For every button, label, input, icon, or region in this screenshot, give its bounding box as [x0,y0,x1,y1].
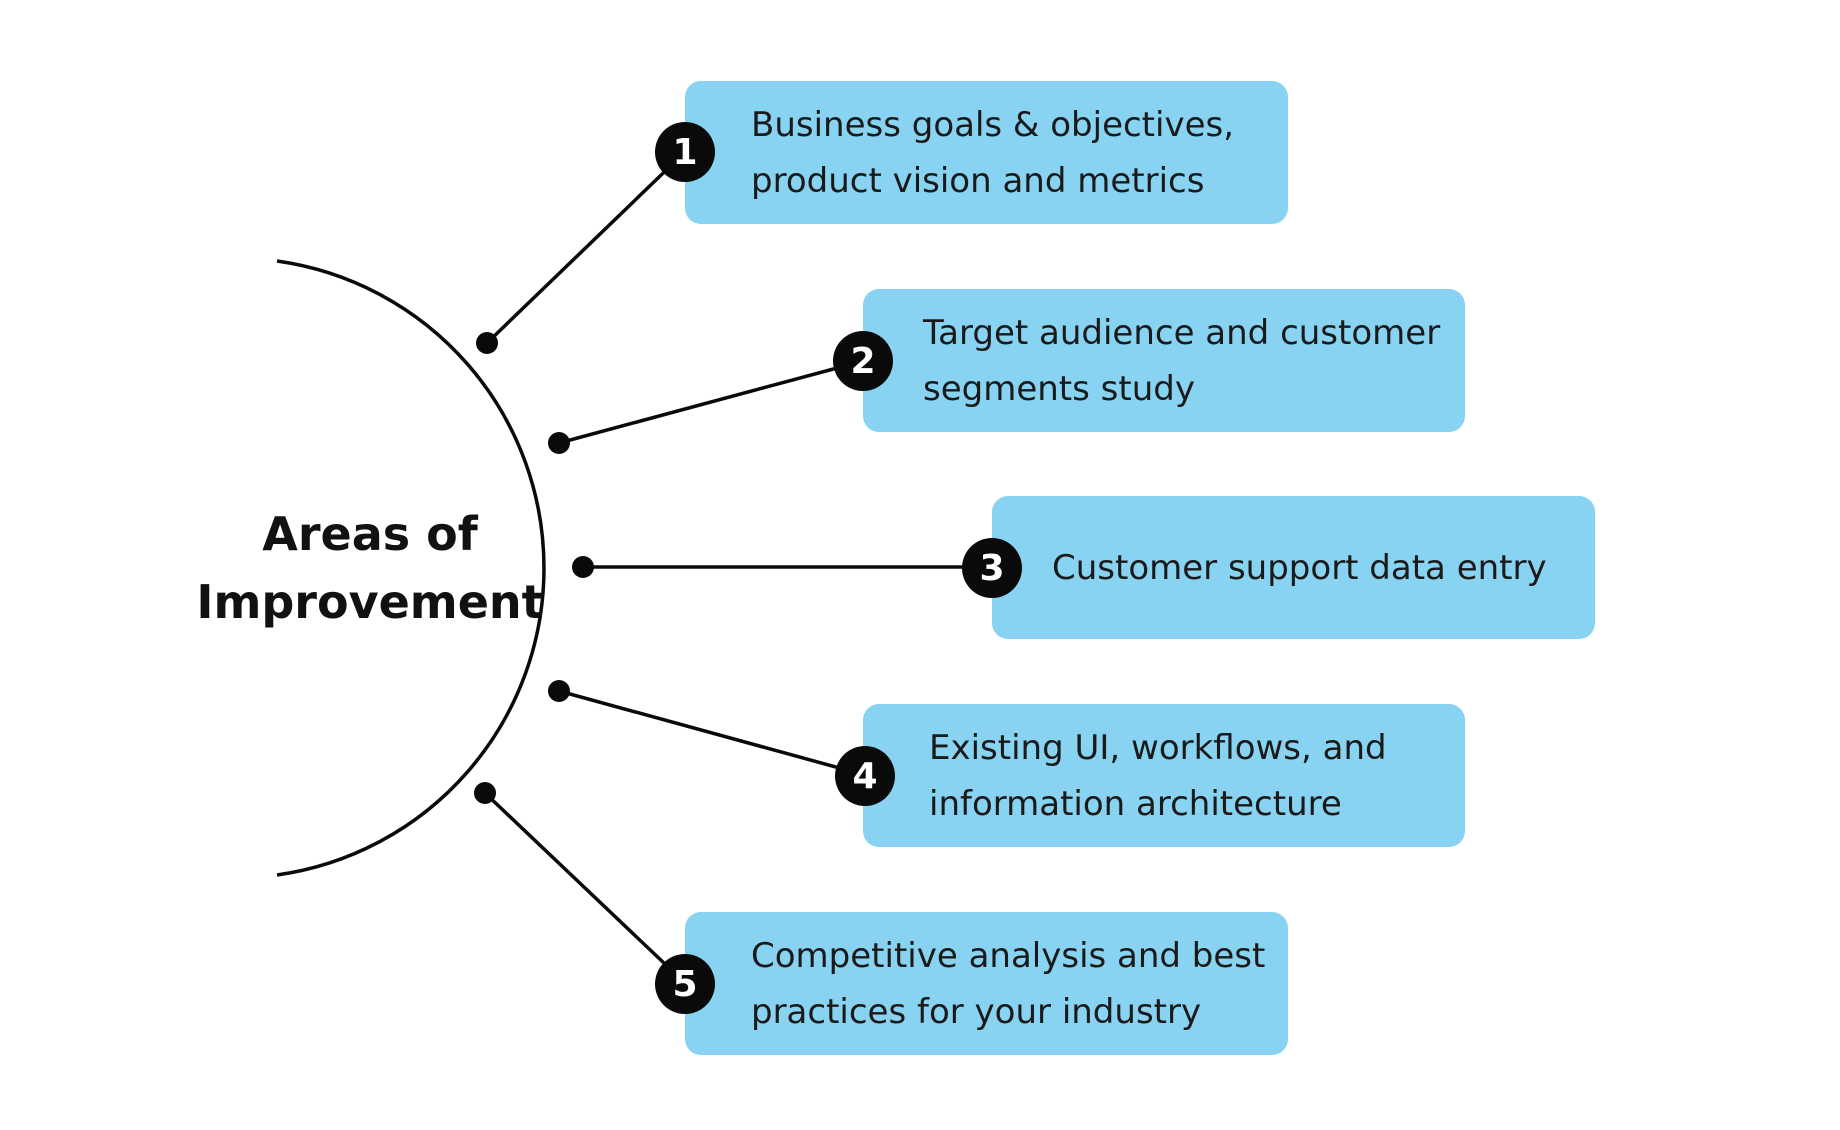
diagram-title: Areas of Improvement [190,500,550,636]
connector-dot-4 [548,680,570,702]
item-text-3: Customer support data entry [1052,547,1547,588]
connector-dot-2 [548,432,570,454]
item-text-5: Competitive analysis and best practices … [751,935,1266,1032]
item-text-4: Existing UI, workflows, and information … [929,727,1387,824]
connector-dot-1 [476,332,498,354]
number-badge-1: 1 [655,122,715,182]
diagram-title-line-1: Areas of [262,507,478,561]
item-box-5: Competitive analysis and best practices … [685,912,1288,1055]
item-box-4: Existing UI, workflows, and information … [863,704,1465,847]
item-box-1: Business goals & objectives, product vis… [685,81,1288,224]
diagram-title-line-2: Improvement [196,575,544,629]
number-badge-2: 2 [833,331,893,391]
item-text-2: Target audience and customer segments st… [923,312,1441,409]
item-text-1: Business goals & objectives, product vis… [751,104,1235,201]
connector-dot-3 [572,556,594,578]
connector-line-4 [558,689,866,777]
number-badge-4: 4 [835,746,895,806]
connector-line-2 [558,359,864,445]
connector-dot-5 [474,782,496,804]
number-badge-3: 3 [962,538,1022,598]
number-badge-5: 5 [655,954,715,1014]
connector-line-1 [485,150,687,345]
item-box-3: Customer support data entry [992,496,1595,639]
item-box-2: Target audience and customer segments st… [863,289,1465,432]
semicircle-arc [276,259,546,877]
connector-line-5 [483,791,687,985]
